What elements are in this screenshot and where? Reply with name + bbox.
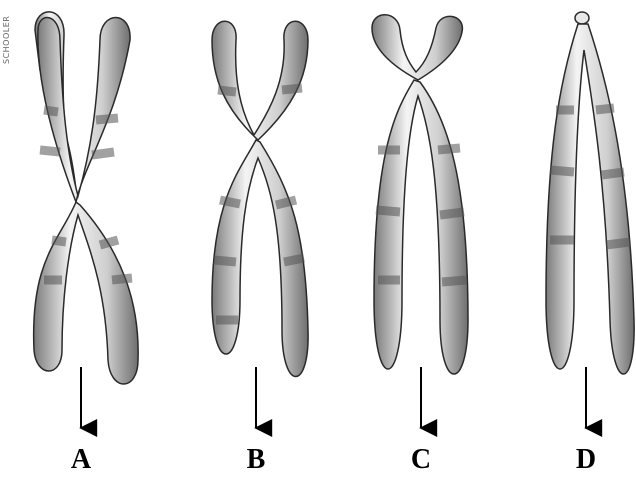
chromosome-a xyxy=(34,12,138,428)
label-b: B xyxy=(236,444,276,476)
label-c: C xyxy=(401,444,441,476)
chromosome-d xyxy=(546,12,634,428)
chromosome-c xyxy=(372,15,468,428)
label-a: A xyxy=(61,444,101,476)
label-d: D xyxy=(566,444,606,476)
chromosome-b xyxy=(212,21,308,428)
